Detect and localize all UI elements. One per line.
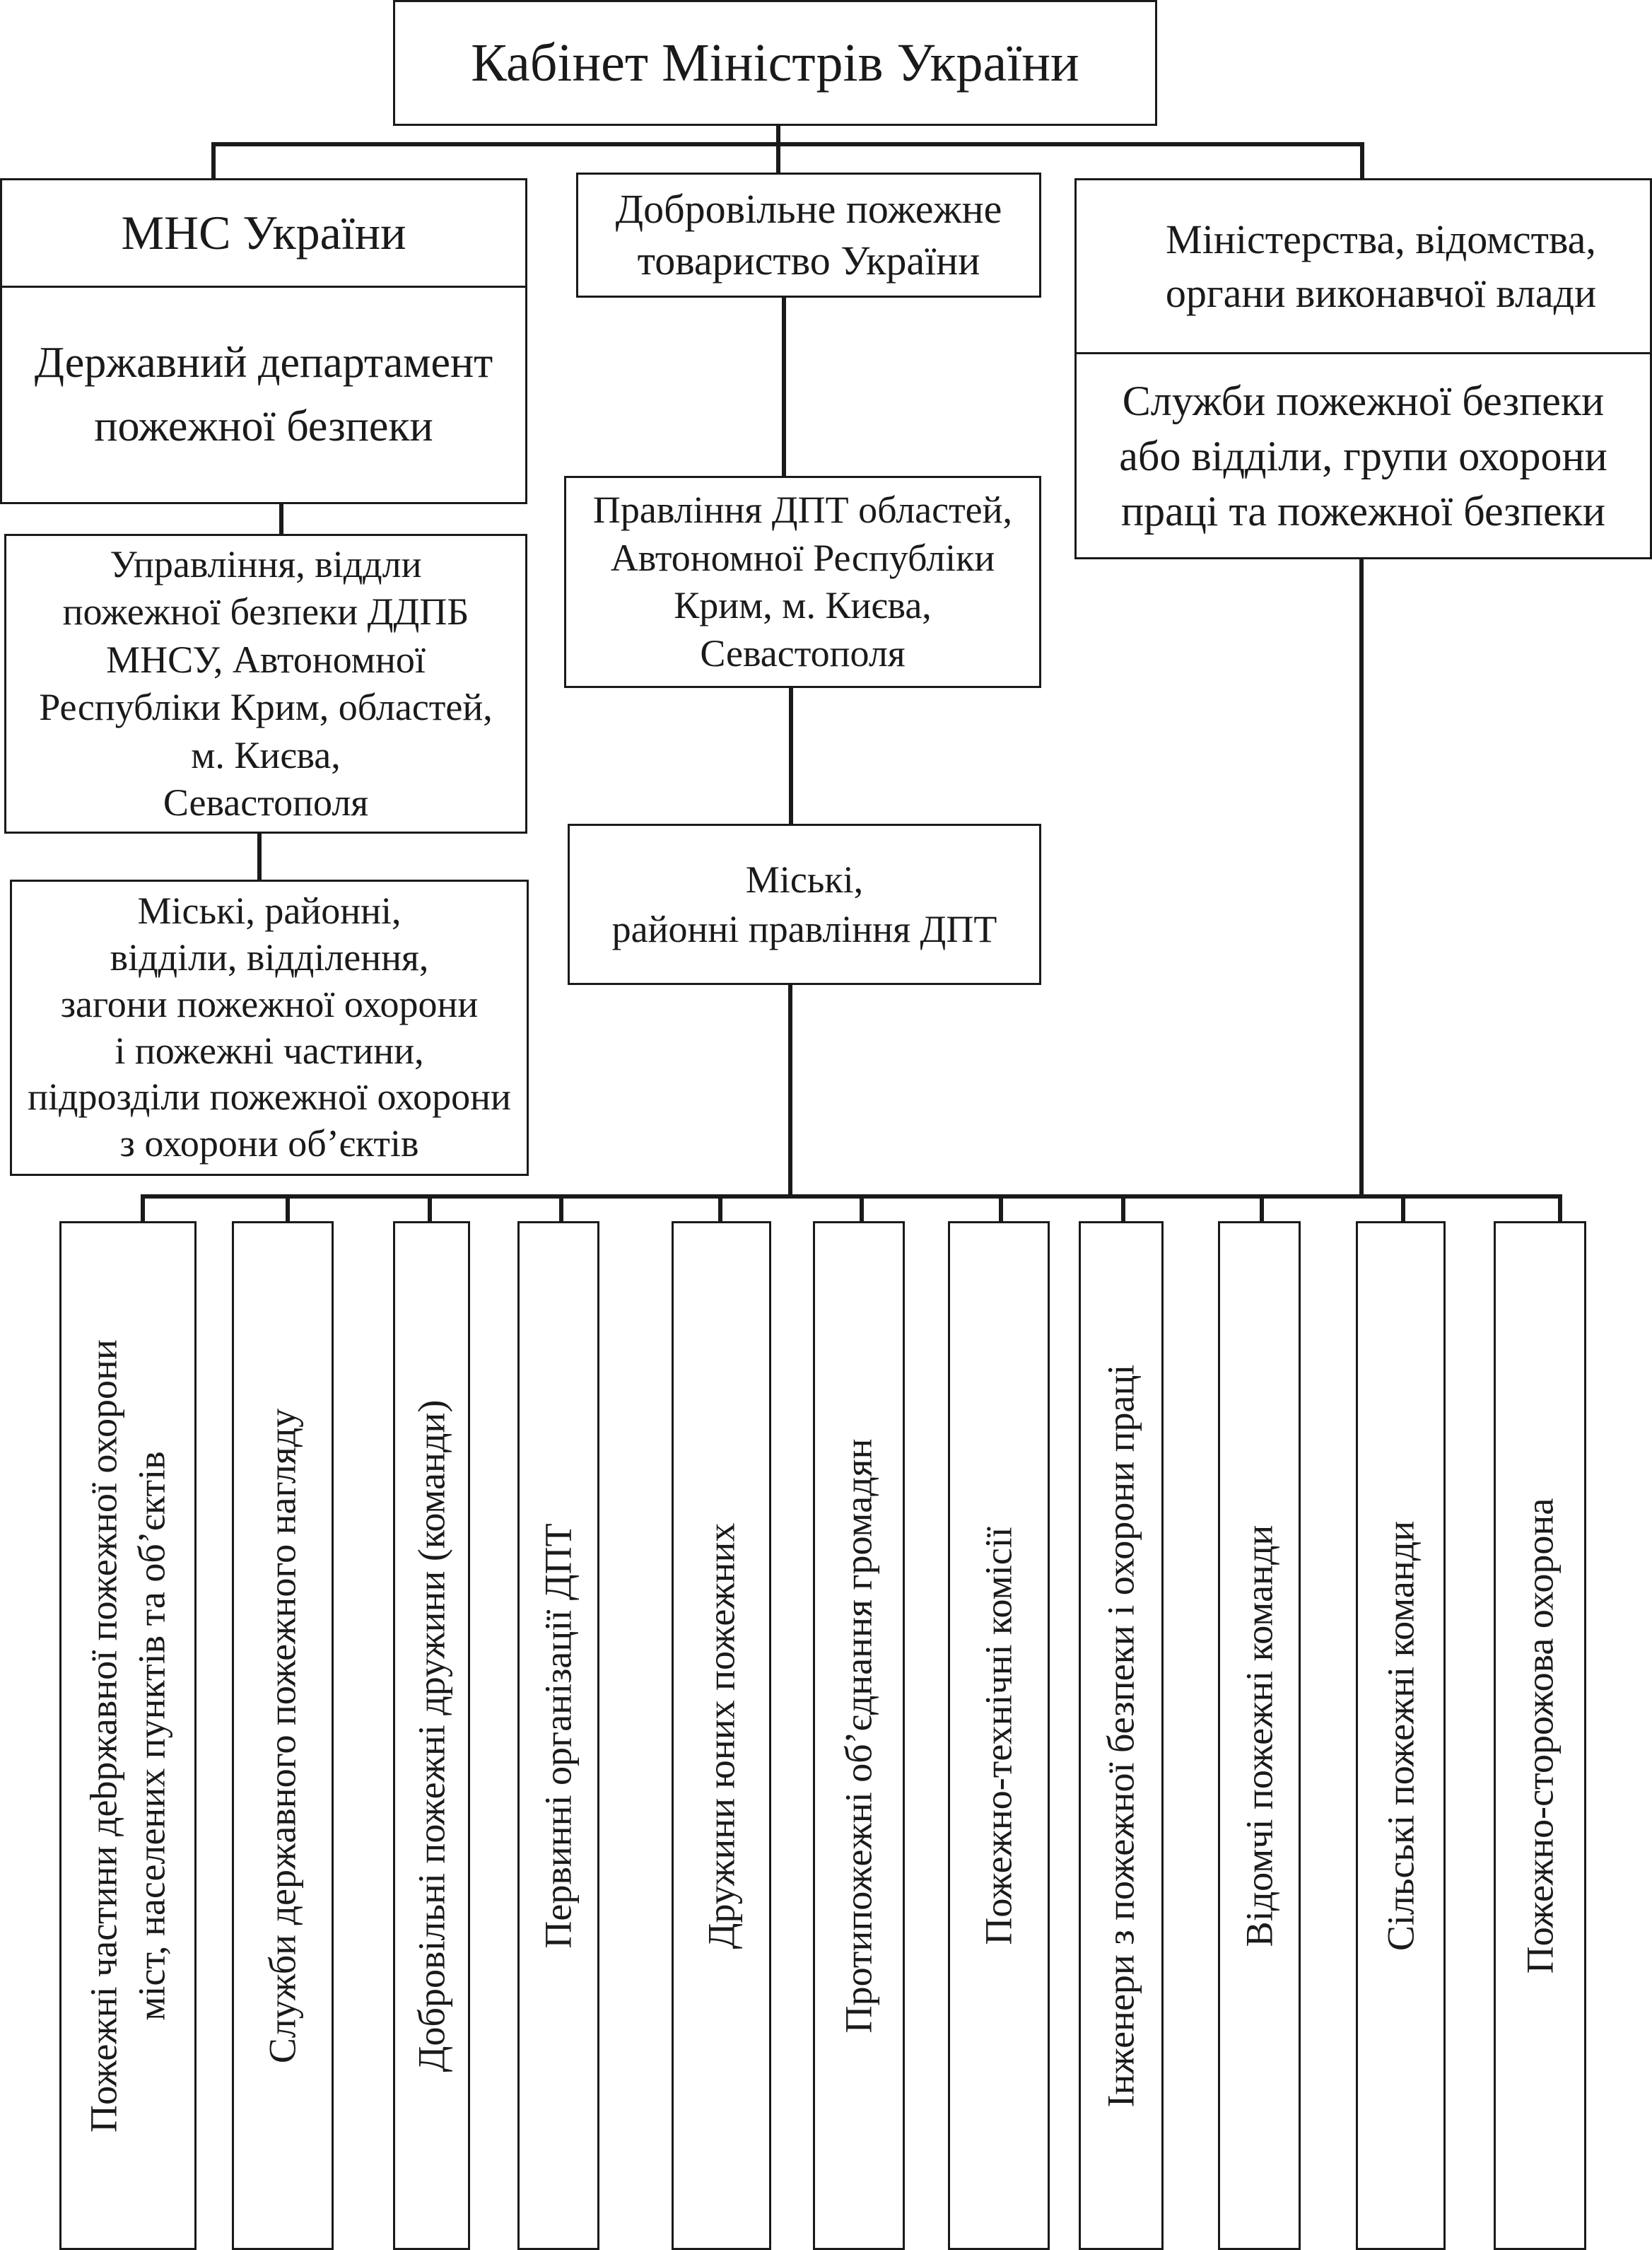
local-fire-units-box: Міські, районні, відділи, відділення, за… xyxy=(10,880,529,1176)
bottom-unit-10-label: Сільські пожежні команди xyxy=(1377,1520,1425,1950)
bottom-unit-1: Пожежні частини деbржавної пожежної охор… xyxy=(59,1221,197,2250)
bottom-unit-1-line-2: міст, населених пунктів та об’єктів xyxy=(130,1450,172,2021)
connector-dpt-local-to-bus xyxy=(788,984,792,1195)
bottom-unit-6-label: Протипожежні об’єднання громадян xyxy=(835,1438,883,2033)
drop-5 xyxy=(718,1194,722,1221)
drop-3 xyxy=(428,1194,432,1221)
connector-root-down xyxy=(776,125,780,143)
drop-4 xyxy=(559,1194,563,1221)
dpt-local-boards-box: Міські, районні правління ДПТ xyxy=(568,824,1041,985)
ministries-line-2: органи виконавчої влади xyxy=(1165,269,1597,316)
bottom-unit-4: Первинні організації ДПТ xyxy=(517,1221,599,2250)
bottom-unit-11-label: Пожежно-сторожова охорона xyxy=(1516,1498,1564,1974)
bottom-unit-6: Протипожежні об’єднання громадян xyxy=(813,1221,905,2250)
bottom-unit-5-label: Дружини юних пожежних xyxy=(698,1522,746,1949)
bottom-unit-7: Пожежно-технічні комісії xyxy=(948,1221,1050,2250)
connector-bottom-bus xyxy=(141,1194,1559,1199)
connector-to-mns xyxy=(211,142,216,178)
regional-fire-departments-box: Управління, віддли пожежної безпеки ДДПБ… xyxy=(4,534,527,834)
connector-to-dpt xyxy=(776,142,780,173)
bottom-unit-4-label: Первинні організації ДПТ xyxy=(534,1523,582,1948)
regional-line-4: Республіки Крим, областей, xyxy=(39,686,493,728)
local-line-1: Міські, районні, xyxy=(137,889,402,932)
local-line-2: відділи, відділення, xyxy=(110,935,429,979)
local-line-5: підрозділи пожежної охорони xyxy=(28,1076,511,1119)
bottom-unit-6-line-1: Протипожежні об’єднання громадян xyxy=(837,1438,880,2033)
bottom-unit-2-label: Служби державного пожежного нагляду xyxy=(259,1408,307,2063)
drop-6 xyxy=(860,1194,864,1221)
state-fire-safety-department: Державний департамент пожежної безпеки xyxy=(35,288,493,502)
regional-line-1: Управління, віддли xyxy=(110,542,422,585)
bottom-unit-8: Інженери з пожежної безпеки і охорони пр… xyxy=(1079,1221,1164,2250)
bottom-unit-3-label: Добровільні пожежні дружини (команди) xyxy=(408,1399,456,2072)
services-line-1: Служби пожежної безпеки xyxy=(1122,377,1605,424)
dpt-title-line-2: товариство України xyxy=(637,237,980,284)
dpt-regional-line-2: Автономної Республіки xyxy=(610,536,995,579)
connector-to-ministries xyxy=(1360,142,1364,178)
connector-dpt-title-to-regional xyxy=(782,297,786,476)
bottom-unit-3-line-1: Добровільні пожежні дружини (команди) xyxy=(409,1399,452,2072)
bottom-unit-4-line-1: Первинні організації ДПТ xyxy=(537,1522,580,1949)
bottom-unit-11: Пожежно-сторожова охорона xyxy=(1494,1221,1586,2250)
bottom-unit-2-line-1: Служби державного пожежного нагляду xyxy=(261,1408,304,2063)
local-line-3: загони пожежної охорони xyxy=(60,982,479,1025)
drop-8 xyxy=(1121,1194,1125,1221)
connector-ministries-to-bus xyxy=(1359,559,1364,1195)
dpt-regional-line-3: Крим, м. Києва, xyxy=(674,584,932,626)
connector-mns-regional-to-local xyxy=(257,833,262,880)
ministries-title: Міністерства, відомства, органи виконавч… xyxy=(1077,180,1650,354)
bottom-unit-8-label: Інженери з пожежної безпеки і охорони пр… xyxy=(1097,1364,1145,2107)
local-line-6: з охорони об’єктів xyxy=(119,1122,419,1165)
connector-mns-dept-to-regional xyxy=(279,503,283,534)
cabinet-of-ministers-box: Кабінет Міністрів України xyxy=(393,0,1157,126)
mns-title-text: МНС України xyxy=(121,206,406,260)
bottom-unit-9: Відомчі пожежні команди xyxy=(1218,1221,1301,2250)
department-line-2: пожежної безпеки xyxy=(94,402,433,450)
connector-dpt-regional-to-local xyxy=(789,687,793,824)
dpt-regional-line-4: Севастополя xyxy=(700,631,906,675)
regional-line-5: м. Києва, xyxy=(191,733,341,776)
bottom-unit-5-line-1: Дружини юних пожежних xyxy=(699,1522,742,1949)
drop-11 xyxy=(1558,1194,1562,1221)
voluntary-fire-society-box: Добровільне пожежне товариство України xyxy=(576,173,1041,298)
dpt-title-line-1: Добровільне пожежне xyxy=(615,186,1002,232)
bottom-unit-1-label: Пожежні частини деbржавної пожежної охор… xyxy=(81,1339,176,2133)
bottom-unit-11-line-1: Пожежно-сторожова охорона xyxy=(1518,1498,1561,1974)
bottom-unit-7-line-1: Пожежно-технічні комісії xyxy=(977,1526,1020,1945)
services-line-2: або відділи, групи охорони xyxy=(1119,432,1607,479)
mns-title: МНС України xyxy=(2,180,525,288)
fire-safety-services: Служби пожежної безпеки або відділи, гру… xyxy=(1119,354,1607,557)
mns-box: МНС України Державний департамент пожежн… xyxy=(0,178,527,504)
regional-line-2: пожежної безпеки ДДПБ xyxy=(62,590,469,633)
cabinet-of-ministers-label: Кабінет Міністрів України xyxy=(471,33,1079,93)
bottom-unit-9-label: Відомчі пожежні команди xyxy=(1236,1525,1284,1947)
bottom-unit-2: Служби державного пожежного нагляду xyxy=(232,1221,334,2250)
bottom-unit-10-line-1: Сільські пожежні команди xyxy=(1378,1520,1422,1951)
drop-1 xyxy=(141,1194,145,1221)
connector-top-bus xyxy=(211,142,1361,146)
bottom-unit-9-line-1: Відомчі пожежні команди xyxy=(1237,1525,1280,1947)
dpt-regional-boards-box: Правління ДПТ областей, Автономної Респу… xyxy=(564,476,1041,688)
department-line-1: Державний департамент xyxy=(34,338,493,387)
regional-line-6: Севастополя xyxy=(163,781,369,824)
dpt-local-line-2: районні правління ДПТ xyxy=(611,908,997,950)
local-line-4: і пожежні частини, xyxy=(115,1029,424,1072)
drop-7 xyxy=(999,1194,1003,1221)
bottom-unit-8-line-1: Інженери з пожежної безпеки і охорони пр… xyxy=(1099,1364,1142,2107)
drop-2 xyxy=(286,1194,290,1221)
drop-9 xyxy=(1260,1194,1264,1221)
ministries-line-1: Міністерства, відомства, xyxy=(1166,216,1596,263)
ministries-box: Міністерства, відомства, органи виконавч… xyxy=(1074,178,1652,559)
bottom-unit-3: Добровільні пожежні дружини (команди) xyxy=(393,1221,470,2250)
bottom-unit-10: Сільські пожежні команди xyxy=(1356,1221,1446,2250)
services-line-3: праці та пожежної безпеки xyxy=(1120,487,1606,535)
bottom-unit-7-label: Пожежно-технічні комісії xyxy=(975,1527,1023,1945)
regional-line-3: МНСУ, Автономної xyxy=(106,638,426,681)
dpt-regional-line-1: Правління ДПТ областей, xyxy=(592,489,1013,531)
bottom-unit-1-line-1: Пожежні частини деbржавної пожежної охор… xyxy=(82,1339,125,2133)
bottom-unit-5: Дружини юних пожежних xyxy=(672,1221,771,2250)
drop-10 xyxy=(1401,1194,1405,1221)
dpt-local-line-1: Міські, xyxy=(745,858,864,901)
